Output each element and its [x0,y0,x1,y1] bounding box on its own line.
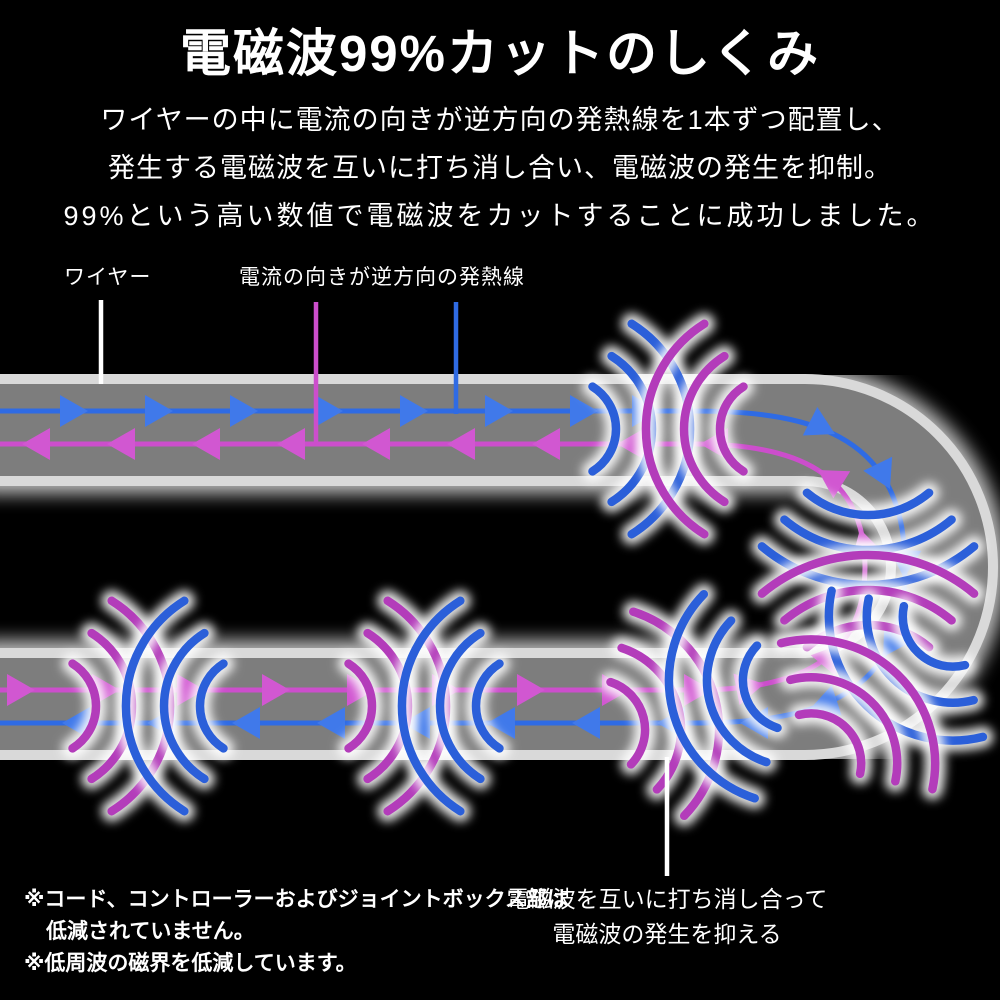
description-line-3: 99%という高い数値で電磁波をカットすることに成功しました。 [63,201,937,231]
description-line-1: ワイヤーの中に電流の向きが逆方向の発熱線を1本ずつ配置し、 [100,105,900,135]
heater-label: 電流の向きが逆方向の発熱線 [239,266,525,289]
footnote-1-line-1: ※コード、コントローラーおよびジョイントボックス部は [24,888,568,911]
wire-label: ワイヤー [64,266,152,289]
footnotes: ※コード、コントローラーおよびジョイントボックス部は 低減されていません。 ※低… [24,884,568,980]
description: ワイヤーの中に電流の向きが逆方向の発熱線を1本ずつ配置し、 発生する電磁波を互い… [0,96,1000,240]
cancel-label: 電磁波を互いに打ち消し合って 電磁波の発生を抑える [417,882,917,952]
footnote-2: ※低周波の磁界を低減しています。 [24,952,357,975]
description-line-2: 発生する電磁波を互いに打ち消し合い、電磁波の発生を抑制。 [108,153,892,183]
page-title: 電磁波99%カットのしくみ [179,25,821,82]
cancel-label-line-2: 電磁波の発生を抑える [552,921,782,947]
cancel-label-line-1: 電磁波を互いに打ち消し合って [506,886,828,912]
label-leader-lines [98,300,459,446]
em-wave-arcs [62,313,994,827]
footnote-1-line-2: 低減されていません。 [46,920,255,943]
